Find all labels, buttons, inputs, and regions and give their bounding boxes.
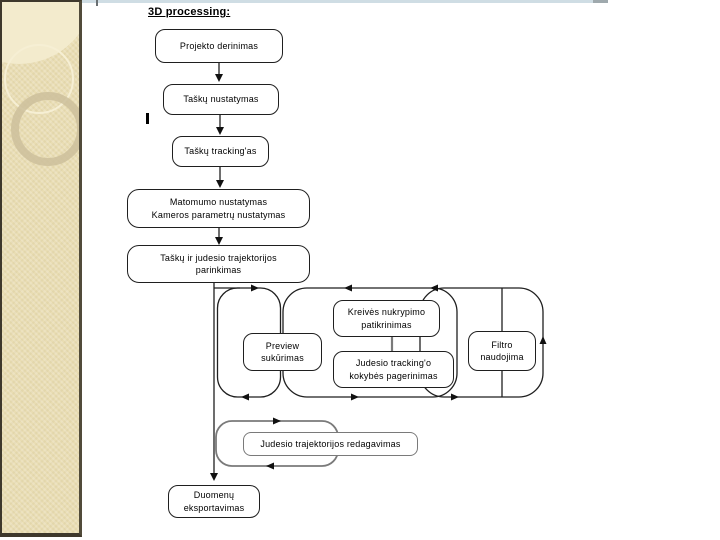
- node-tasku-ir-judesio[interactable]: Taškų ir judesio trajektorijos parinkima…: [127, 245, 310, 283]
- window-top-edge-end: [593, 0, 608, 3]
- node-tasku-tracking[interactable]: Taškų tracking'as: [172, 136, 269, 167]
- text-cursor: [146, 113, 149, 124]
- node-duomenu-eksportavimas[interactable]: Duomenų eksportavimas: [168, 485, 260, 518]
- node-filtro-naudojima[interactable]: Filtro naudojima: [468, 331, 536, 371]
- slide-title[interactable]: 3D processing:: [148, 6, 231, 18]
- decorative-ring-thick: [11, 92, 79, 166]
- node-matomumo-nustatymas[interactable]: Matomumo nustatymas Kameros parametrų nu…: [127, 189, 310, 228]
- node-tasku-nustatymas[interactable]: Taškų nustatymas: [163, 84, 279, 115]
- window-top-edge: [82, 0, 594, 3]
- slide-template-sidebar: [0, 0, 82, 537]
- node-kreives-nukrypimo[interactable]: Kreivės nukrypimo patikrinimas: [333, 300, 440, 337]
- node-projekto-derinimas[interactable]: Projekto derinimas: [155, 29, 283, 63]
- window-edge-tick: [96, 0, 98, 6]
- node-preview-sukurimas[interactable]: Preview sukūrimas: [243, 333, 322, 371]
- node-judesio-tracking-kokybes[interactable]: Judesio tracking'o kokybės pagerinimas: [333, 351, 454, 388]
- node-judesio-trajektorijos-redagavimas[interactable]: Judesio trajektorijos redagavimas: [243, 432, 418, 456]
